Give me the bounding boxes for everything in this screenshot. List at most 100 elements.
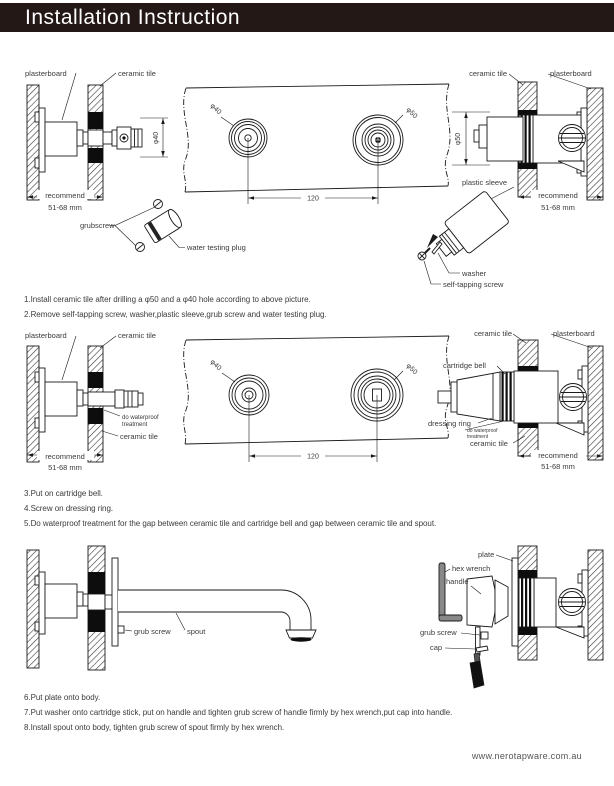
plate-label: plate bbox=[478, 550, 494, 559]
recommend-range: 51-68 mm bbox=[541, 203, 575, 212]
grub-screw-label: grub screw bbox=[420, 628, 457, 637]
plasterboard-wall bbox=[587, 345, 604, 461]
step-4: 4.Screw on dressing ring. bbox=[24, 504, 114, 513]
waterproof-label-2: treatment bbox=[122, 422, 148, 428]
row2-left-section: plasterboard ceramic tile do waterproof … bbox=[25, 331, 159, 472]
hex-wrench-part bbox=[438, 562, 463, 622]
ceramic-tile-label: ceramic tile bbox=[469, 69, 507, 78]
step-3: 3.Put on cartridge bell. bbox=[24, 489, 103, 498]
dimension-recommend: recommend 51-68 mm bbox=[518, 190, 603, 212]
step-2: 2.Remove self-tapping screw, washer,plas… bbox=[24, 310, 327, 319]
plastic-sleeve-part bbox=[435, 191, 509, 257]
row3-right-section: plate hex wrench handle grub screw cap bbox=[420, 545, 604, 689]
cartridge-bell-part bbox=[456, 371, 501, 422]
insert-arrow-icon bbox=[427, 234, 438, 248]
spout-label: spout bbox=[187, 627, 206, 636]
row2-right-section: ceramic tile plasterboard cartridge bell… bbox=[428, 329, 604, 471]
ceramic-tile-label-2: ceramic tile bbox=[470, 439, 508, 448]
plate-part bbox=[511, 557, 519, 647]
instructions-3-5: 3.Put on cartridge bell. 4.Screw on dres… bbox=[24, 486, 599, 531]
recommend-label: recommend bbox=[45, 452, 85, 461]
valve-body bbox=[44, 583, 78, 619]
grubscrew-label: grubscrew bbox=[80, 221, 115, 230]
plastic-sleeve-label: plastic sleeve bbox=[462, 178, 507, 187]
step-5: 5.Do waterproof treatment for the gap be… bbox=[24, 519, 437, 528]
row1-left-section: φ40 recommend 51-68 mm plasterboard cera… bbox=[25, 69, 168, 212]
plasterboard-wall bbox=[26, 549, 40, 669]
valve-body bbox=[44, 121, 78, 157]
dimension-phi50: φ50 bbox=[452, 111, 490, 166]
dressing-ring-label: dressing ring bbox=[428, 419, 471, 428]
diagram-row1: φ40 recommend 51-68 mm plasterboard cera… bbox=[25, 69, 604, 289]
plasterboard-wall bbox=[26, 84, 40, 201]
screwdriver-part bbox=[469, 652, 485, 689]
dimension-recommend: recommend 51-68 mm bbox=[27, 451, 103, 472]
row2-front-panel: φ40 φ50 120 bbox=[183, 335, 451, 462]
plasterboard-label: plasterboard bbox=[25, 69, 67, 78]
valve-body bbox=[533, 577, 557, 628]
handle-label: handle bbox=[446, 577, 469, 586]
recommend-range: 51-68 mm bbox=[48, 203, 82, 212]
dim-120-label: 120 bbox=[307, 454, 319, 461]
dim-phi50-label: φ50 bbox=[455, 133, 462, 145]
step-6: 6.Put plate onto body. bbox=[24, 693, 101, 702]
plasterboard-wall bbox=[586, 87, 604, 201]
recommend-label: recommend bbox=[538, 451, 578, 460]
recommend-range: 51-68 mm bbox=[541, 462, 575, 471]
dim-120-label: 120 bbox=[307, 196, 319, 203]
self-tapping-screw-label: self-tapping screw bbox=[443, 280, 504, 289]
ceramic-tile-label: ceramic tile bbox=[474, 329, 512, 338]
dimension-120: 120 bbox=[247, 138, 379, 204]
ceramic-tile-label: ceramic tile bbox=[118, 331, 156, 340]
plasterboard-label: plasterboard bbox=[553, 329, 595, 338]
grub-screw-part bbox=[117, 625, 125, 634]
valve-body bbox=[44, 381, 78, 417]
row1-parts-detail: grubscrew water testing plug bbox=[80, 199, 246, 252]
cap-part bbox=[475, 645, 489, 653]
handle-part bbox=[466, 575, 496, 628]
diagram-row3: grub screw spout bbox=[26, 545, 604, 689]
wall-plate bbox=[111, 557, 119, 647]
grub-screw-label: grub screw bbox=[134, 627, 171, 636]
website-url: www.nerotapware.com.au bbox=[471, 751, 582, 761]
hex-wrench-label: hex wrench bbox=[452, 564, 490, 573]
recommend-range: 51-68 mm bbox=[48, 463, 82, 472]
self-tapping-screw-part bbox=[417, 247, 431, 261]
diagram-row2: plasterboard ceramic tile do waterproof … bbox=[25, 329, 604, 472]
ceramic-tile-label-2: ceramic tile bbox=[120, 432, 158, 441]
row1-front-panel: φ40 φ50 120 bbox=[183, 83, 451, 204]
step-8: 8.Install spout onto body, tighten grub … bbox=[24, 723, 285, 732]
dim-phi40-label: φ40 bbox=[153, 132, 160, 144]
page-title: Installation Instruction bbox=[25, 5, 241, 29]
dimension-recommend: recommend 51-68 mm bbox=[518, 450, 603, 471]
valve-body bbox=[513, 370, 559, 424]
water-testing-plug-label: water testing plug bbox=[186, 243, 246, 252]
waterproof-label-2: treatment bbox=[467, 434, 489, 440]
plasterboard-label: plasterboard bbox=[25, 331, 67, 340]
plasterboard-label: plasterboard bbox=[550, 69, 592, 78]
recommend-label: recommend bbox=[45, 191, 85, 200]
washer-part bbox=[431, 241, 443, 255]
waterproof-label-1: do waterproof bbox=[122, 415, 159, 421]
cartridge-bell-label: cartridge bell bbox=[443, 361, 486, 370]
dimension-recommend: recommend 51-68 mm bbox=[27, 190, 103, 212]
row3-left-section: grub screw spout bbox=[26, 545, 317, 671]
water-testing-plug-part bbox=[144, 208, 182, 243]
header-bar: Installation Instruction bbox=[0, 3, 614, 32]
recommend-label: recommend bbox=[538, 191, 578, 200]
step-1: 1.Install ceramic tile after drilling a … bbox=[24, 295, 311, 304]
spout-part bbox=[118, 589, 317, 642]
step-7: 7.Put washer onto cartridge stick, put o… bbox=[24, 708, 453, 717]
plasterboard-wall bbox=[587, 549, 604, 661]
grub-screw-part bbox=[480, 631, 489, 640]
dimension-phi40: φ40 bbox=[140, 117, 168, 158]
washer-label: washer bbox=[461, 269, 487, 278]
waterproof-label-1: do waterproof bbox=[467, 428, 498, 434]
dimension-120: 120 bbox=[248, 395, 378, 462]
cap-label: cap bbox=[430, 643, 442, 652]
instructions-6-8: 6.Put plate onto body. 7.Put washer onto… bbox=[24, 690, 599, 735]
plasterboard-wall bbox=[26, 345, 40, 463]
row1-right-section: φ50 recommend 51-68 mm ceramic tile plas… bbox=[417, 69, 604, 289]
ceramic-tile-label: ceramic tile bbox=[118, 69, 156, 78]
